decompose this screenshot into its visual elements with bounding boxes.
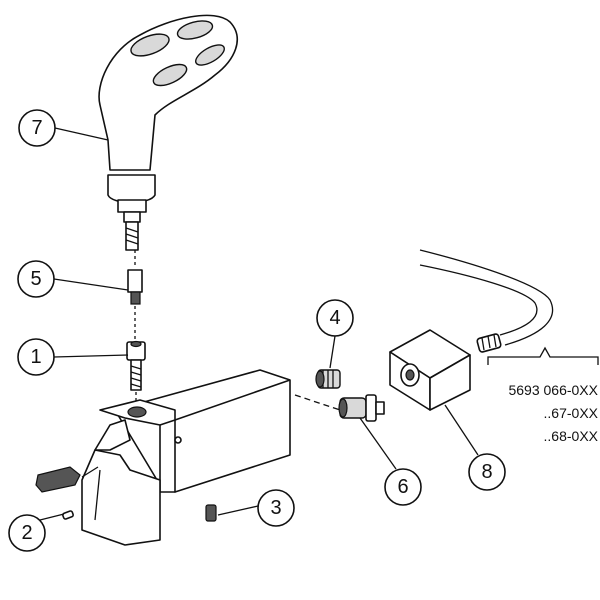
- part-3-set-screw: [205, 504, 217, 522]
- callout-6: 6: [384, 468, 422, 506]
- callout-1: 1: [17, 338, 55, 376]
- tool-holder: [81, 369, 291, 546]
- hose-code-1: 5693 066-0XX: [508, 382, 598, 398]
- part-1-clamp-screw: [126, 340, 146, 405]
- callout-2: 2: [8, 514, 46, 552]
- callout-4: 4: [316, 299, 354, 337]
- callout-8: 8: [468, 453, 506, 491]
- svg-text:5: 5: [30, 268, 41, 290]
- svg-text:6: 6: [397, 476, 408, 498]
- callout-5: 5: [17, 260, 55, 298]
- leader-lines: [39, 127, 479, 521]
- svg-text:3: 3: [270, 497, 281, 519]
- coolant-hose: [419, 249, 599, 365]
- hose-code-2: ..67-0XX: [544, 405, 599, 421]
- hose-code-3: ..68-0XX: [544, 428, 599, 444]
- svg-text:8: 8: [481, 461, 492, 483]
- callout-3: 3: [257, 489, 295, 527]
- part-6-coolant-nipple: [294, 394, 385, 422]
- svg-text:7: 7: [31, 117, 42, 139]
- part-5-hex-bit: [127, 250, 143, 340]
- part-8-coolant-block: [389, 329, 471, 411]
- part-7-torque-key: [98, 14, 239, 251]
- cutting-insert: [35, 466, 99, 493]
- svg-text:4: 4: [329, 307, 340, 329]
- svg-text:2: 2: [21, 522, 32, 544]
- callout-7: 7: [18, 109, 56, 147]
- part-2-pin: [62, 510, 74, 520]
- svg-text:1: 1: [30, 346, 41, 368]
- part-4-plug: [315, 369, 341, 389]
